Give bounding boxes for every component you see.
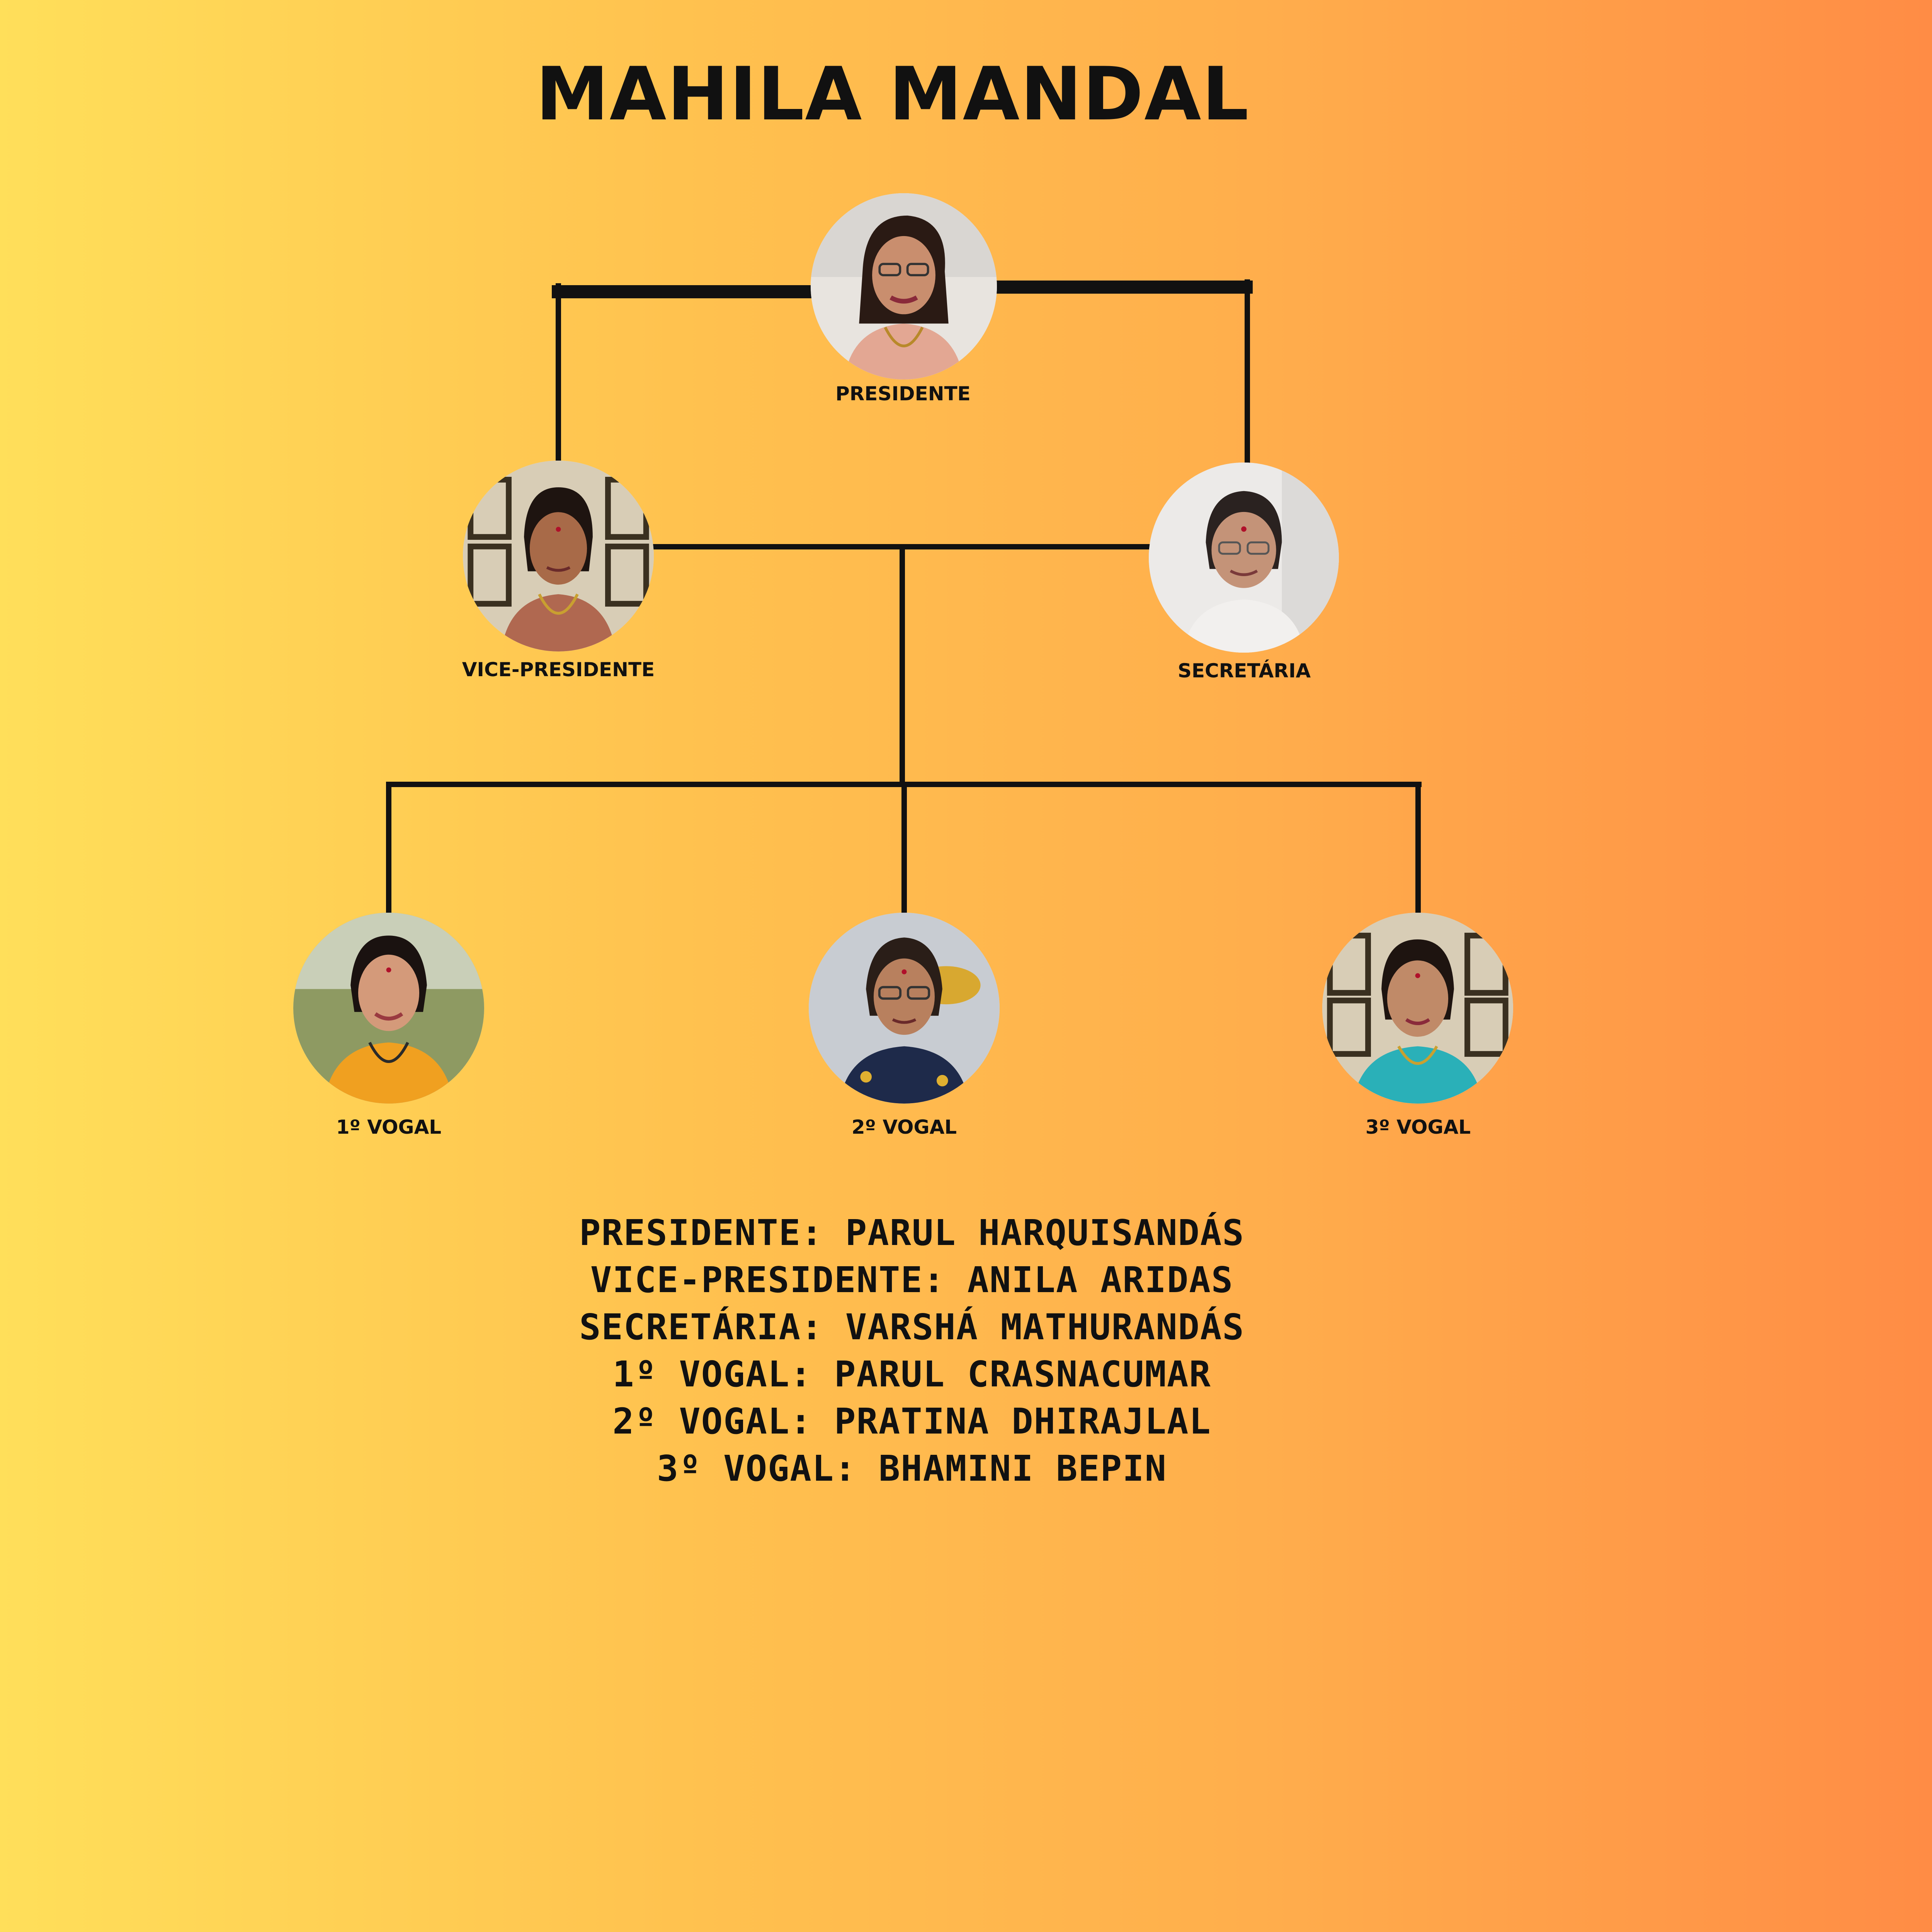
woman-portrait-icon bbox=[809, 913, 1000, 1104]
secretaria-photo bbox=[1149, 463, 1339, 653]
vice-presidente-photo bbox=[463, 461, 654, 651]
woman-portrait-icon bbox=[293, 913, 484, 1104]
vogal-2-photo bbox=[809, 913, 1000, 1104]
woman-portrait-icon bbox=[1322, 913, 1513, 1104]
name-line-vice-presidente: Vice-Presidente: Anila Aridas bbox=[590, 1259, 1234, 1301]
role-label-vogal-1: 1º VOGAL bbox=[336, 1116, 442, 1138]
members-names-list: Presidente: Parul Harquisandás Vice-Pres… bbox=[0, 1209, 1878, 1492]
woman-portrait-icon bbox=[463, 461, 654, 651]
name-line-vogal-2: 2º Vogal: Pratina Dhirajlal bbox=[612, 1401, 1211, 1442]
role-label-vogal-2: 2º VOGAL bbox=[851, 1116, 957, 1138]
role-label-vice-presidente: VICE-PRESIDENTE bbox=[462, 658, 655, 681]
chart-title: MAHILA MANDAL bbox=[536, 51, 1250, 137]
vogal-1-photo bbox=[293, 913, 484, 1104]
name-line-vogal-3: 3º Vogal: Bhamini Bepin bbox=[657, 1448, 1167, 1489]
role-label-presidente: PRESIDENTE bbox=[835, 383, 971, 405]
role-label-secretaria: SECRETÁRIA bbox=[1177, 660, 1311, 682]
vogal-3-photo bbox=[1322, 913, 1513, 1104]
woman-portrait-icon bbox=[1149, 463, 1339, 653]
name-line-vogal-1: 1º Vogal: Parul Crasnacumar bbox=[612, 1354, 1211, 1395]
role-label-vogal-3: 3º VOGAL bbox=[1365, 1116, 1471, 1138]
name-line-presidente: Presidente: Parul Harquisandás bbox=[579, 1212, 1245, 1253]
presidente-photo bbox=[811, 193, 997, 379]
name-line-secretaria: Secretária: Varshá Mathurandás bbox=[579, 1306, 1245, 1348]
woman-portrait-icon bbox=[811, 193, 997, 379]
